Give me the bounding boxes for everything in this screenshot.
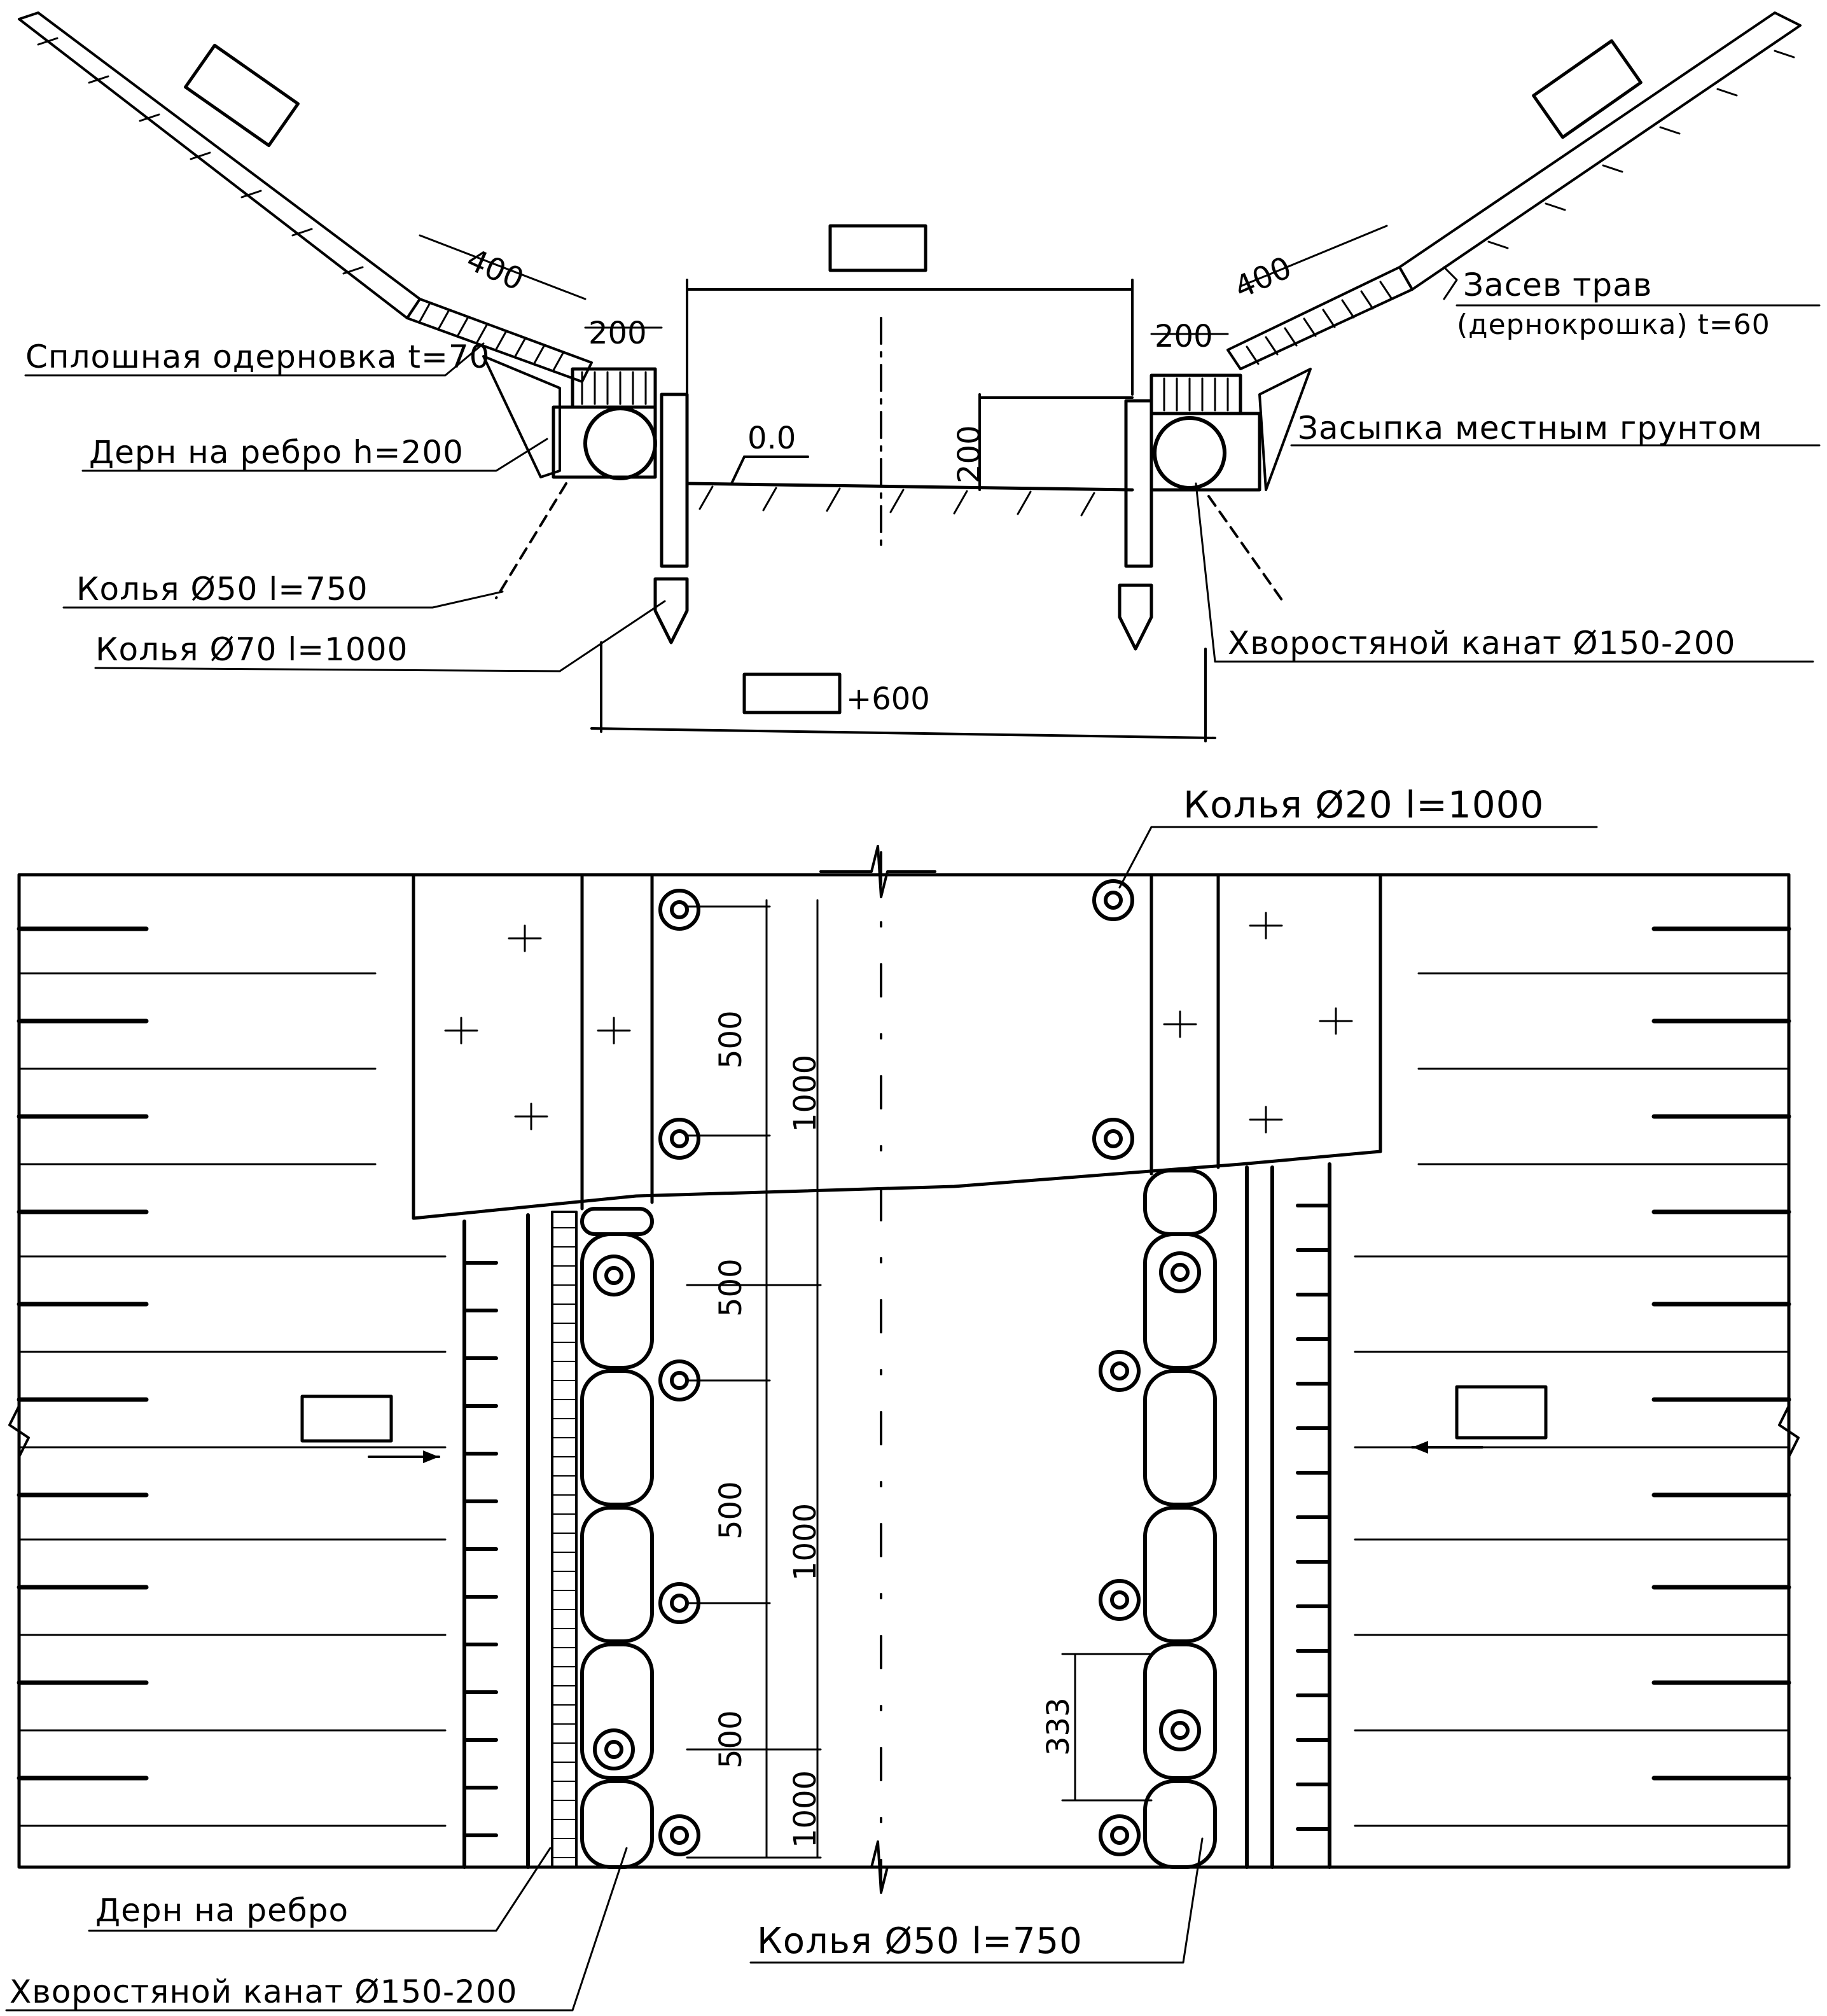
bottom-hatch xyxy=(698,485,1095,517)
dim-l1: 1000 xyxy=(788,1055,823,1132)
dim-height: 200 xyxy=(952,425,987,483)
label-solid-turf: Сплошная одерновка t=70 xyxy=(25,338,490,375)
dim-berm-right: 200 xyxy=(1155,319,1213,354)
plan-view: 500 1000 500 500 1000 500 1000 333 Колья… xyxy=(5,783,1800,2012)
label-grass-sowing-2: (дернокрошка) t=60 xyxy=(1457,309,1770,341)
left-turf-on-edge xyxy=(552,405,657,479)
blank-box-bottom xyxy=(742,672,842,714)
plan-turf-on-edge-strip xyxy=(551,1211,578,1868)
dim-s2: 500 xyxy=(713,1258,749,1317)
left-ground-hatch xyxy=(37,37,364,275)
label-plan-stakes-50: Колья Ø50 l=750 xyxy=(757,1921,1083,1962)
left-rope-segments xyxy=(580,1207,654,1869)
right-ground-hatch xyxy=(1487,50,1795,249)
plan-dims xyxy=(686,899,1153,1859)
dim-s3: 500 xyxy=(713,1481,749,1540)
label-brushwood-rope-section: Хворостяной канат Ø150-200 xyxy=(1228,625,1735,662)
right-turf-stripes xyxy=(1246,281,1393,365)
right-brushwood-rope xyxy=(1153,416,1226,490)
turfed-area-top xyxy=(412,873,1382,1220)
label-plan-brushwood-rope: Хворостяной канат Ø150-200 xyxy=(10,1973,517,2010)
cross-section: 400 200 200 400 0.0 200 +600 Сплошная од… xyxy=(18,11,1821,742)
bottom-dim xyxy=(590,727,1216,739)
left-slope-lines xyxy=(17,926,447,1827)
dim-s4: 500 xyxy=(713,1710,749,1769)
dim-slope-left: 400 xyxy=(461,242,529,298)
label-grass-sowing-1: Засев трав xyxy=(1463,267,1652,303)
stakes-right xyxy=(1092,879,1201,1856)
blank-box-left-slope xyxy=(184,43,300,148)
left-slope-turf xyxy=(406,298,593,383)
blank-box-right-slope xyxy=(1532,39,1643,139)
dim-berm-left: 200 xyxy=(588,316,647,351)
dim-l2: 1000 xyxy=(788,1503,823,1581)
sowing-marks xyxy=(444,912,1353,1134)
left-stake-tip xyxy=(653,577,689,644)
left-brushwood-rope xyxy=(583,407,657,480)
label-backfill: Засыпка местным грунтом xyxy=(1298,410,1763,447)
label-stakes-50: Колья Ø50 l=750 xyxy=(76,571,368,608)
right-backfill xyxy=(1258,368,1312,491)
left-stake-50-dashed xyxy=(495,482,567,599)
left-slope-sowing xyxy=(18,11,421,319)
left-teeth xyxy=(462,1261,498,1837)
dim-zero: 0.0 xyxy=(747,421,796,456)
dim-slope-right: 400 xyxy=(1229,250,1296,306)
right-stake-70 xyxy=(1124,399,1153,568)
plan-turf-strip-ticks xyxy=(552,1227,577,1858)
right-stake-50-dashed xyxy=(1207,495,1286,606)
label-stakes-70: Колья Ø70 l=1000 xyxy=(95,631,408,668)
dim-spacing: 333 xyxy=(1041,1697,1076,1756)
right-rope-segments xyxy=(1143,1169,1217,1869)
left-backfill xyxy=(482,355,561,478)
right-slope-sowing xyxy=(1398,11,1802,291)
right-slope-lines xyxy=(1354,926,1791,1827)
blank-box-top xyxy=(828,224,927,272)
channel-bottom xyxy=(685,482,1134,492)
label-plan-turf-on-edge: Дерн на ребро xyxy=(95,1892,349,1929)
right-stake-tip xyxy=(1118,583,1153,651)
dim-s1: 500 xyxy=(713,1010,749,1069)
right-turf-on-edge xyxy=(1150,412,1261,492)
dim-bottom-add: +600 xyxy=(846,681,930,717)
dim-l3: 1000 xyxy=(788,1770,823,1848)
left-stake-70 xyxy=(660,393,689,568)
label-turf-on-edge-h: Дерн на ребро h=200 xyxy=(89,434,464,471)
plan-frame xyxy=(17,873,1791,1869)
left-turf-stripes xyxy=(419,303,564,372)
label-stakes-20: Колья Ø20 l=1000 xyxy=(1183,783,1544,826)
right-teeth xyxy=(1296,1204,1331,1831)
blank-box-plan-right xyxy=(1455,1385,1548,1440)
stakes-left xyxy=(593,889,700,1856)
blank-box-plan-left xyxy=(300,1394,393,1443)
